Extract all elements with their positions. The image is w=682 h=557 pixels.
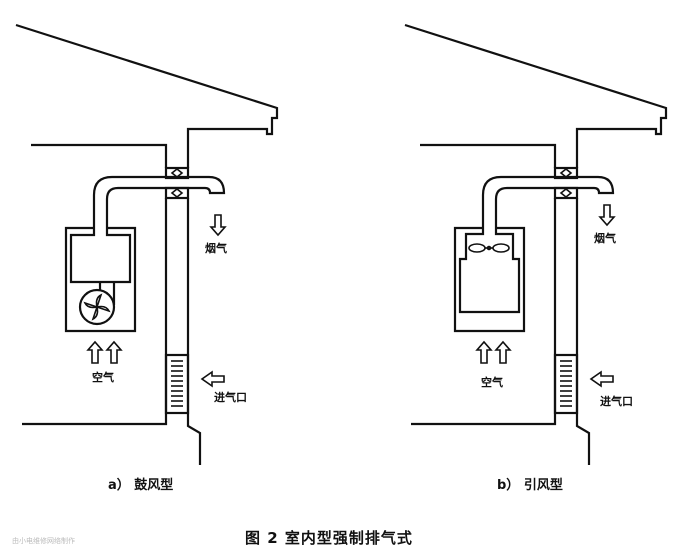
subtitle-b: b） 引风型 — [497, 478, 563, 493]
lower-wall-a — [186, 423, 202, 465]
flue-arrow-icon-a — [209, 214, 227, 237]
inlet-arrow-icon-b — [589, 370, 614, 388]
roof-b — [404, 23, 668, 168]
air-grille-b — [553, 353, 579, 415]
appliance-outer-a — [64, 226, 137, 333]
flue-gas-label-a: 烟气 — [205, 242, 227, 255]
air-label-a: 空气 — [92, 371, 114, 384]
inlet-arrow-icon-a — [200, 370, 225, 388]
floor-b — [411, 413, 557, 426]
roof-a — [15, 23, 279, 168]
ceiling-a — [31, 143, 168, 168]
air-arrow-icon-b1 — [475, 340, 493, 364]
air-arrow-icon-a1 — [86, 340, 104, 364]
air-arrow-icon-a2 — [105, 340, 123, 364]
air-label-b: 空气 — [481, 376, 503, 389]
appliance-outer-b — [453, 226, 526, 333]
panel-a — [15, 23, 279, 465]
air-inlet-label-b: 进气口 — [600, 395, 633, 408]
subtitle-a: a） 鼓风型 — [108, 478, 174, 493]
ceiling-b — [420, 143, 557, 168]
fan-housing-a — [78, 288, 116, 326]
flue-arrow-icon-b — [598, 204, 616, 227]
fan-icon-b — [468, 243, 510, 253]
panel-b — [404, 23, 668, 465]
air-inlet-label-a: 进气口 — [214, 391, 247, 404]
watermark: 由小电维修网络制作 — [12, 537, 75, 545]
air-grille-a — [164, 353, 190, 415]
heat-exchanger-b — [458, 228, 521, 314]
flue-pipe-a — [92, 175, 226, 228]
lower-wall-b — [575, 423, 591, 465]
flue-pipe-b — [481, 175, 615, 228]
fan-icon-a — [83, 293, 111, 321]
flue-gas-label-b: 烟气 — [594, 232, 616, 245]
figure-caption: 图 2 室内型强制排气式 — [245, 529, 413, 547]
air-arrow-icon-b2 — [494, 340, 512, 364]
heat-exchanger-a — [69, 228, 132, 284]
floor-a — [22, 413, 168, 426]
